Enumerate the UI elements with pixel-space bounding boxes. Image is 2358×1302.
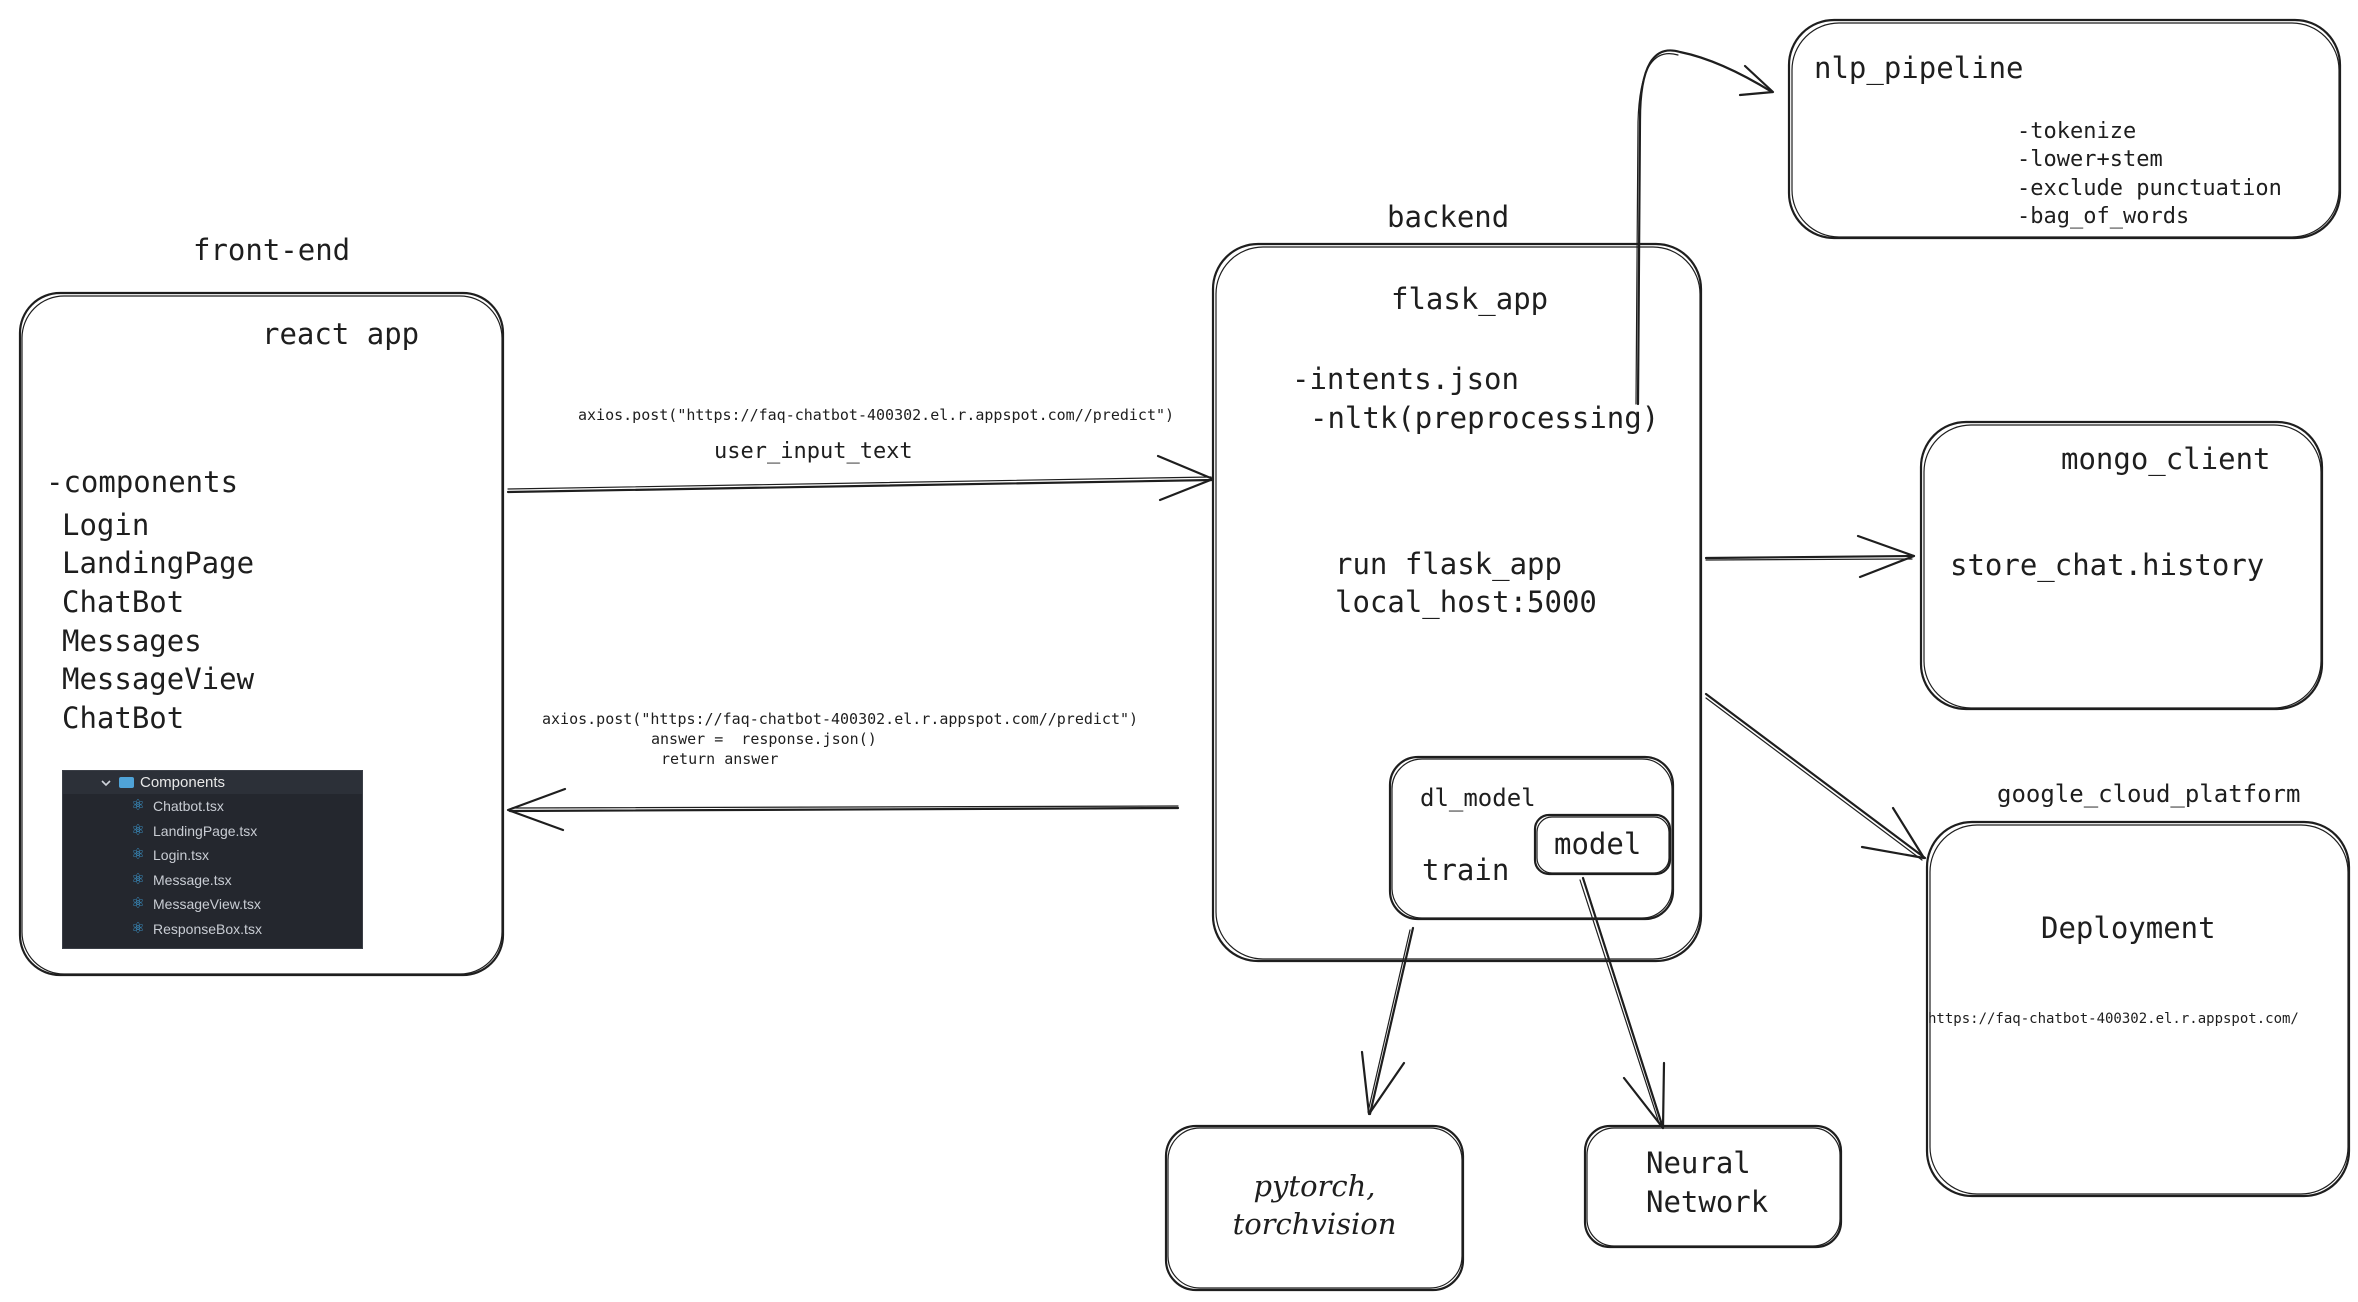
nlp-pipeline-box: [1787, 18, 2342, 240]
frontend-box-title: react app: [262, 317, 420, 351]
mongo-box: [1919, 420, 2324, 711]
list-item: LandingPage: [62, 546, 255, 580]
request-code-label: axios.post("https://faq-chatbot-400302.e…: [578, 406, 1175, 424]
neural-network-line1: Neural: [1646, 1146, 1751, 1180]
gcp-section-title: google_cloud_platform: [1997, 780, 2301, 808]
backend-intents-line: -intents.json: [1292, 362, 1519, 396]
request-arrow: [506, 454, 1215, 502]
backend-run-line: run flask_app: [1335, 547, 1562, 581]
file-tree-item: ⚛ MessageView.tsx: [63, 892, 362, 917]
neural-network-arrow: [1579, 876, 1666, 1130]
frontend-section-title: front-end: [193, 233, 351, 267]
list-item: -bag_of_words: [2017, 204, 2190, 229]
dl-model-box: [1388, 755, 1675, 921]
neural-network-line2: Network: [1646, 1185, 1769, 1219]
react-icon: ⚛: [131, 895, 145, 913]
gcp-box: [1925, 820, 2351, 1198]
pytorch-box: [1164, 1124, 1465, 1292]
folder-icon: [119, 777, 134, 788]
response-code-line: return answer: [661, 750, 779, 768]
pytorch-arrow: [1360, 926, 1415, 1116]
list-item: -lower+stem: [2017, 147, 2163, 172]
mongo-arrow: [1704, 534, 1916, 579]
pytorch-line1: pytorch,: [1253, 1169, 1376, 1203]
dl-model-train: train: [1422, 853, 1510, 887]
mongo-title: mongo_client: [2061, 442, 2271, 476]
react-icon: ⚛: [131, 797, 145, 815]
react-icon: ⚛: [131, 846, 145, 864]
model-box: [1533, 813, 1672, 876]
file-name: Chatbot.tsx: [153, 798, 224, 815]
gcp-url: https://faq-chatbot-400302.el.r.appspot.…: [1928, 1011, 2299, 1027]
file-tree-folder-label: Components: [140, 774, 226, 791]
react-icon: ⚛: [131, 821, 145, 839]
file-tree-item: ⚛ ResponseBox.tsx: [63, 917, 362, 942]
backend-host-line: local_host:5000: [1335, 585, 1597, 619]
react-icon: ⚛: [131, 919, 145, 937]
response-code-line: answer = response.json(): [651, 730, 877, 748]
components-header: -components: [46, 465, 239, 499]
pytorch-line2: torchvision: [1232, 1207, 1397, 1241]
chevron-down-icon: [101, 779, 111, 786]
file-tree-item: ⚛ Message.tsx: [63, 868, 362, 893]
list-item: -tokenize: [2017, 119, 2137, 144]
list-item: ChatBot: [62, 585, 185, 619]
file-tree-folder-row: Components: [63, 771, 362, 794]
request-payload-label: user_input_text: [714, 439, 913, 464]
backend-box: [1211, 242, 1703, 963]
file-name: MessageView.tsx: [153, 896, 261, 913]
mongo-store-text: store_chat.history: [1950, 548, 2265, 582]
list-item: Login: [62, 508, 150, 542]
file-name: Login.tsx: [153, 847, 210, 864]
file-name: Message.tsx: [153, 871, 232, 888]
frontend-box: [18, 291, 505, 977]
dl-model-model: model: [1554, 827, 1642, 861]
backend-section-title: backend: [1387, 200, 1510, 234]
response-arrow: [506, 787, 1180, 832]
react-icon: ⚛: [131, 870, 145, 888]
list-item: ChatBot: [62, 701, 185, 735]
nlp-pipeline-title: nlp_pipeline: [1814, 51, 2024, 85]
gcp-title: Deployment: [2041, 911, 2216, 945]
list-item: -exclude punctuation: [2017, 176, 2282, 201]
response-code-line: axios.post("https://faq-chatbot-400302.e…: [542, 710, 1139, 728]
file-tree-item: ⚛ LandingPage.tsx: [63, 819, 362, 844]
backend-nltk-line: -nltk(preprocessing): [1310, 401, 1660, 435]
file-name: ResponseBox.tsx: [153, 920, 262, 937]
file-tree-item: ⚛ Login.tsx: [63, 843, 362, 868]
gcp-arrow: [1704, 692, 1927, 861]
list-item: MessageView: [62, 662, 255, 696]
list-item: Messages: [62, 624, 202, 658]
file-tree-item: ⚛ Chatbot.tsx: [63, 794, 362, 819]
file-name: LandingPage.tsx: [153, 822, 258, 839]
backend-box-title: flask_app: [1391, 282, 1549, 316]
neural-network-box: [1583, 1124, 1843, 1249]
dl-model-title: dl_model: [1420, 784, 1536, 812]
file-tree-screenshot: Components ⚛ Chatbot.tsx ⚛ LandingPage.tsx…: [62, 770, 363, 949]
nlp-arrow: [1635, 49, 1775, 406]
